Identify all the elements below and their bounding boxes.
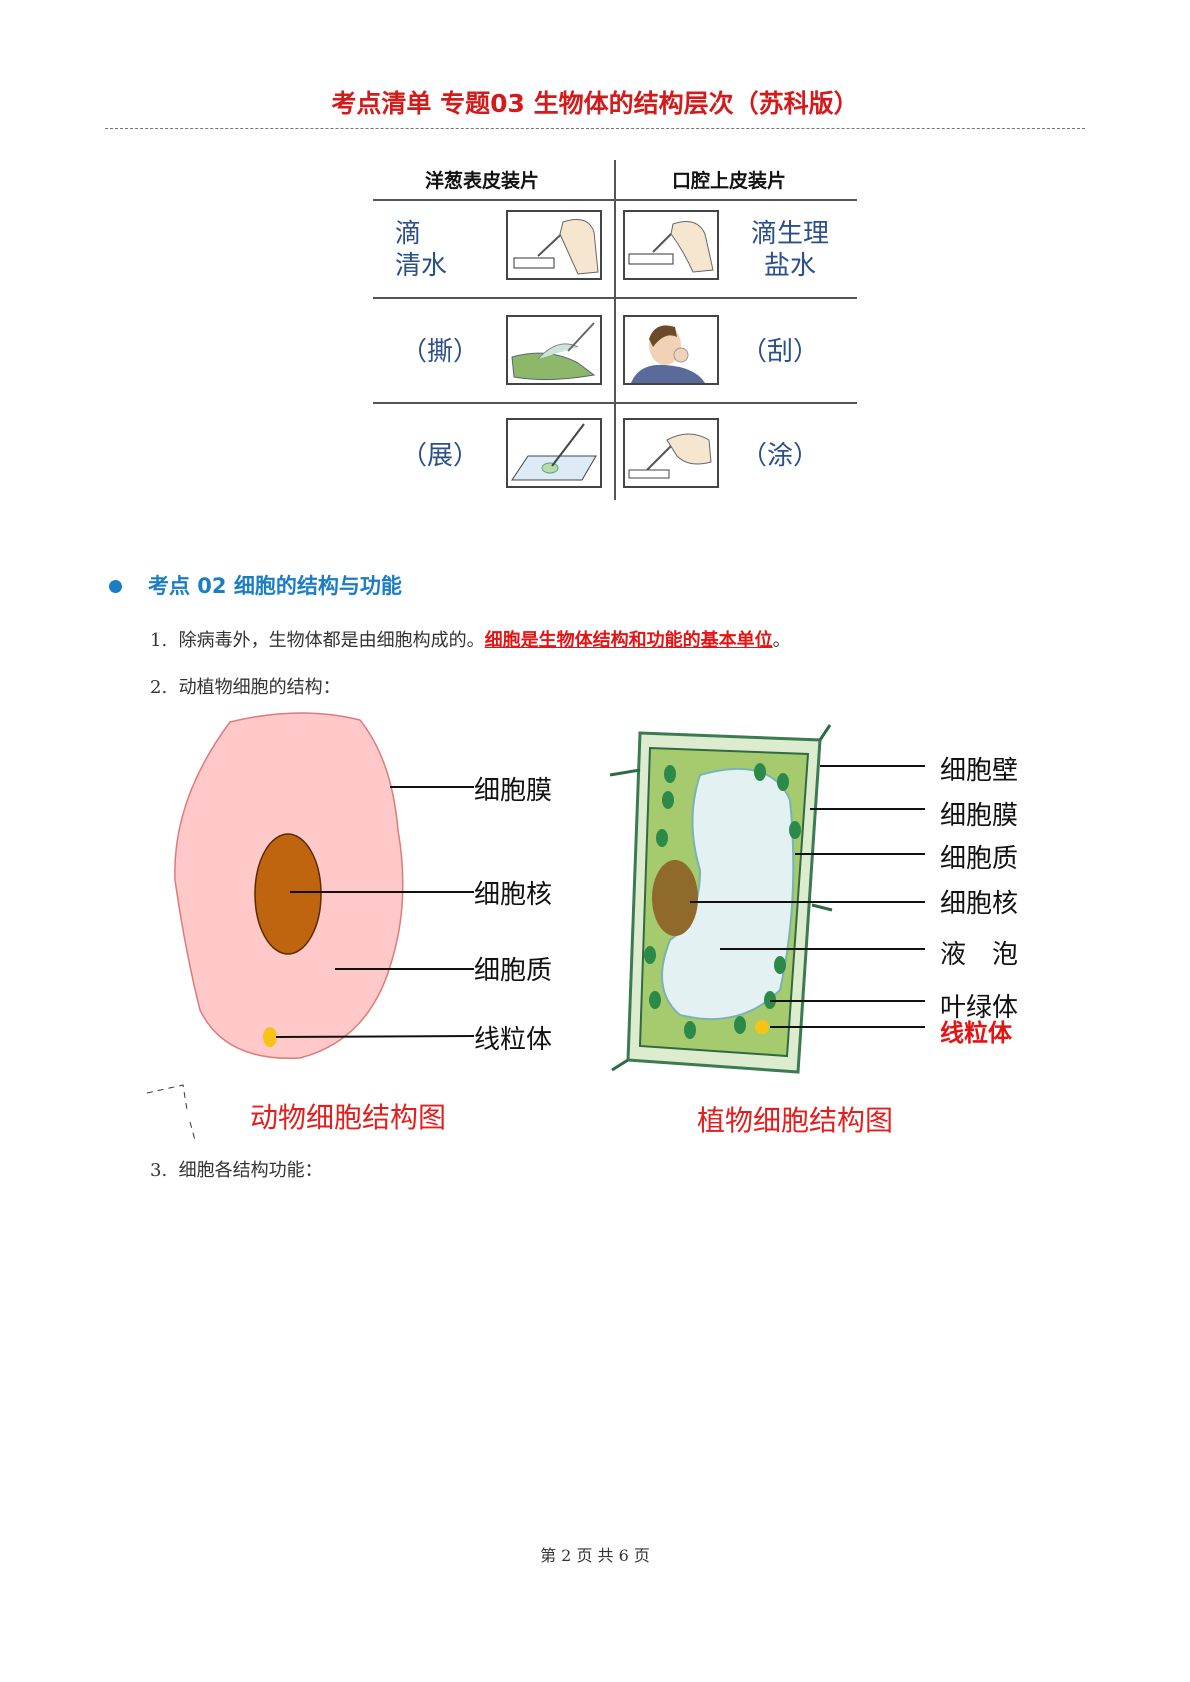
animal-label-mitochondria: 线粒体 [474,1025,553,1055]
animal-label-cytoplasm: 细胞质 [474,956,553,986]
list-text: 细胞各结构功能： [178,1160,323,1181]
list-text: 动植物细胞的结构： [178,677,341,698]
plant-label-mitochondria: 线粒体 [940,1019,1012,1047]
step-scrape: （刮） [740,337,819,367]
animal-cell-illustration [146,712,475,1141]
step-drop-saline: 滴生理 盐水 [750,219,829,281]
step-spread: （展） [400,441,479,471]
animal-label-membrane: 细胞膜 [474,776,553,806]
dropper-illustration [623,210,719,280]
table-row-divider [373,297,857,299]
step-drop-water: 滴 清水 [395,219,448,281]
plant-label-nucleus: 细胞核 [940,889,1019,919]
plant-label-membrane: 细胞膜 [940,801,1019,831]
header-divider [105,128,1085,129]
list-item: 3. 细胞各结构功能： [150,1156,323,1182]
spreading-illustration [506,418,602,488]
plant-label-wall: 细胞壁 [940,756,1019,786]
plant-label-cytoplasm: 细胞质 [940,844,1019,874]
scraping-illustration [623,315,719,385]
page-title: 考点清单 专题03 生物体的结构层次（苏科版） [331,89,859,118]
table-row-divider [373,402,857,404]
plant-cell-illustration [609,724,925,1074]
page-footer: 第 2 页 共 6 页 [540,1546,650,1565]
animal-label-nucleus: 细胞核 [474,880,553,910]
table-header-cheek: 口腔上皮装片 [672,170,787,192]
step-smear: （涂） [740,441,819,471]
list-number: 2. [150,677,168,698]
plant-label-vacuole: 液 泡 [940,940,1019,970]
list-item: 2. 动植物细胞的结构： [150,673,341,699]
list-item: 1. 除病毒外，生物体都是由细胞构成的。细胞是生物体结构和功能的基本单位。 [150,626,791,652]
plant-cell-caption: 植物细胞结构图 [697,1104,894,1137]
dropper-illustration [506,210,602,280]
list-number: 3. [150,1160,168,1181]
list-number: 1. [150,630,168,651]
tearing-illustration [506,315,602,385]
list-text: 除病毒外，生物体都是由细胞构成的。 [178,630,485,651]
table-row-divider [373,199,857,201]
smearing-illustration [623,418,719,488]
plant-label-chloroplast: 叶绿体 [940,993,1019,1023]
key-point-highlight: 细胞是生物体结构和功能的基本单位 [484,630,773,651]
animal-cell-caption: 动物细胞结构图 [250,1101,447,1134]
list-text-end: 。 [772,630,791,651]
table-vertical-divider [614,160,616,500]
table-header-onion: 洋葱表皮装片 [425,170,540,192]
section-bullet-icon [109,580,122,593]
step-tear: （撕） [400,337,479,367]
section-heading: 考点 02 细胞的结构与功能 [148,574,402,598]
